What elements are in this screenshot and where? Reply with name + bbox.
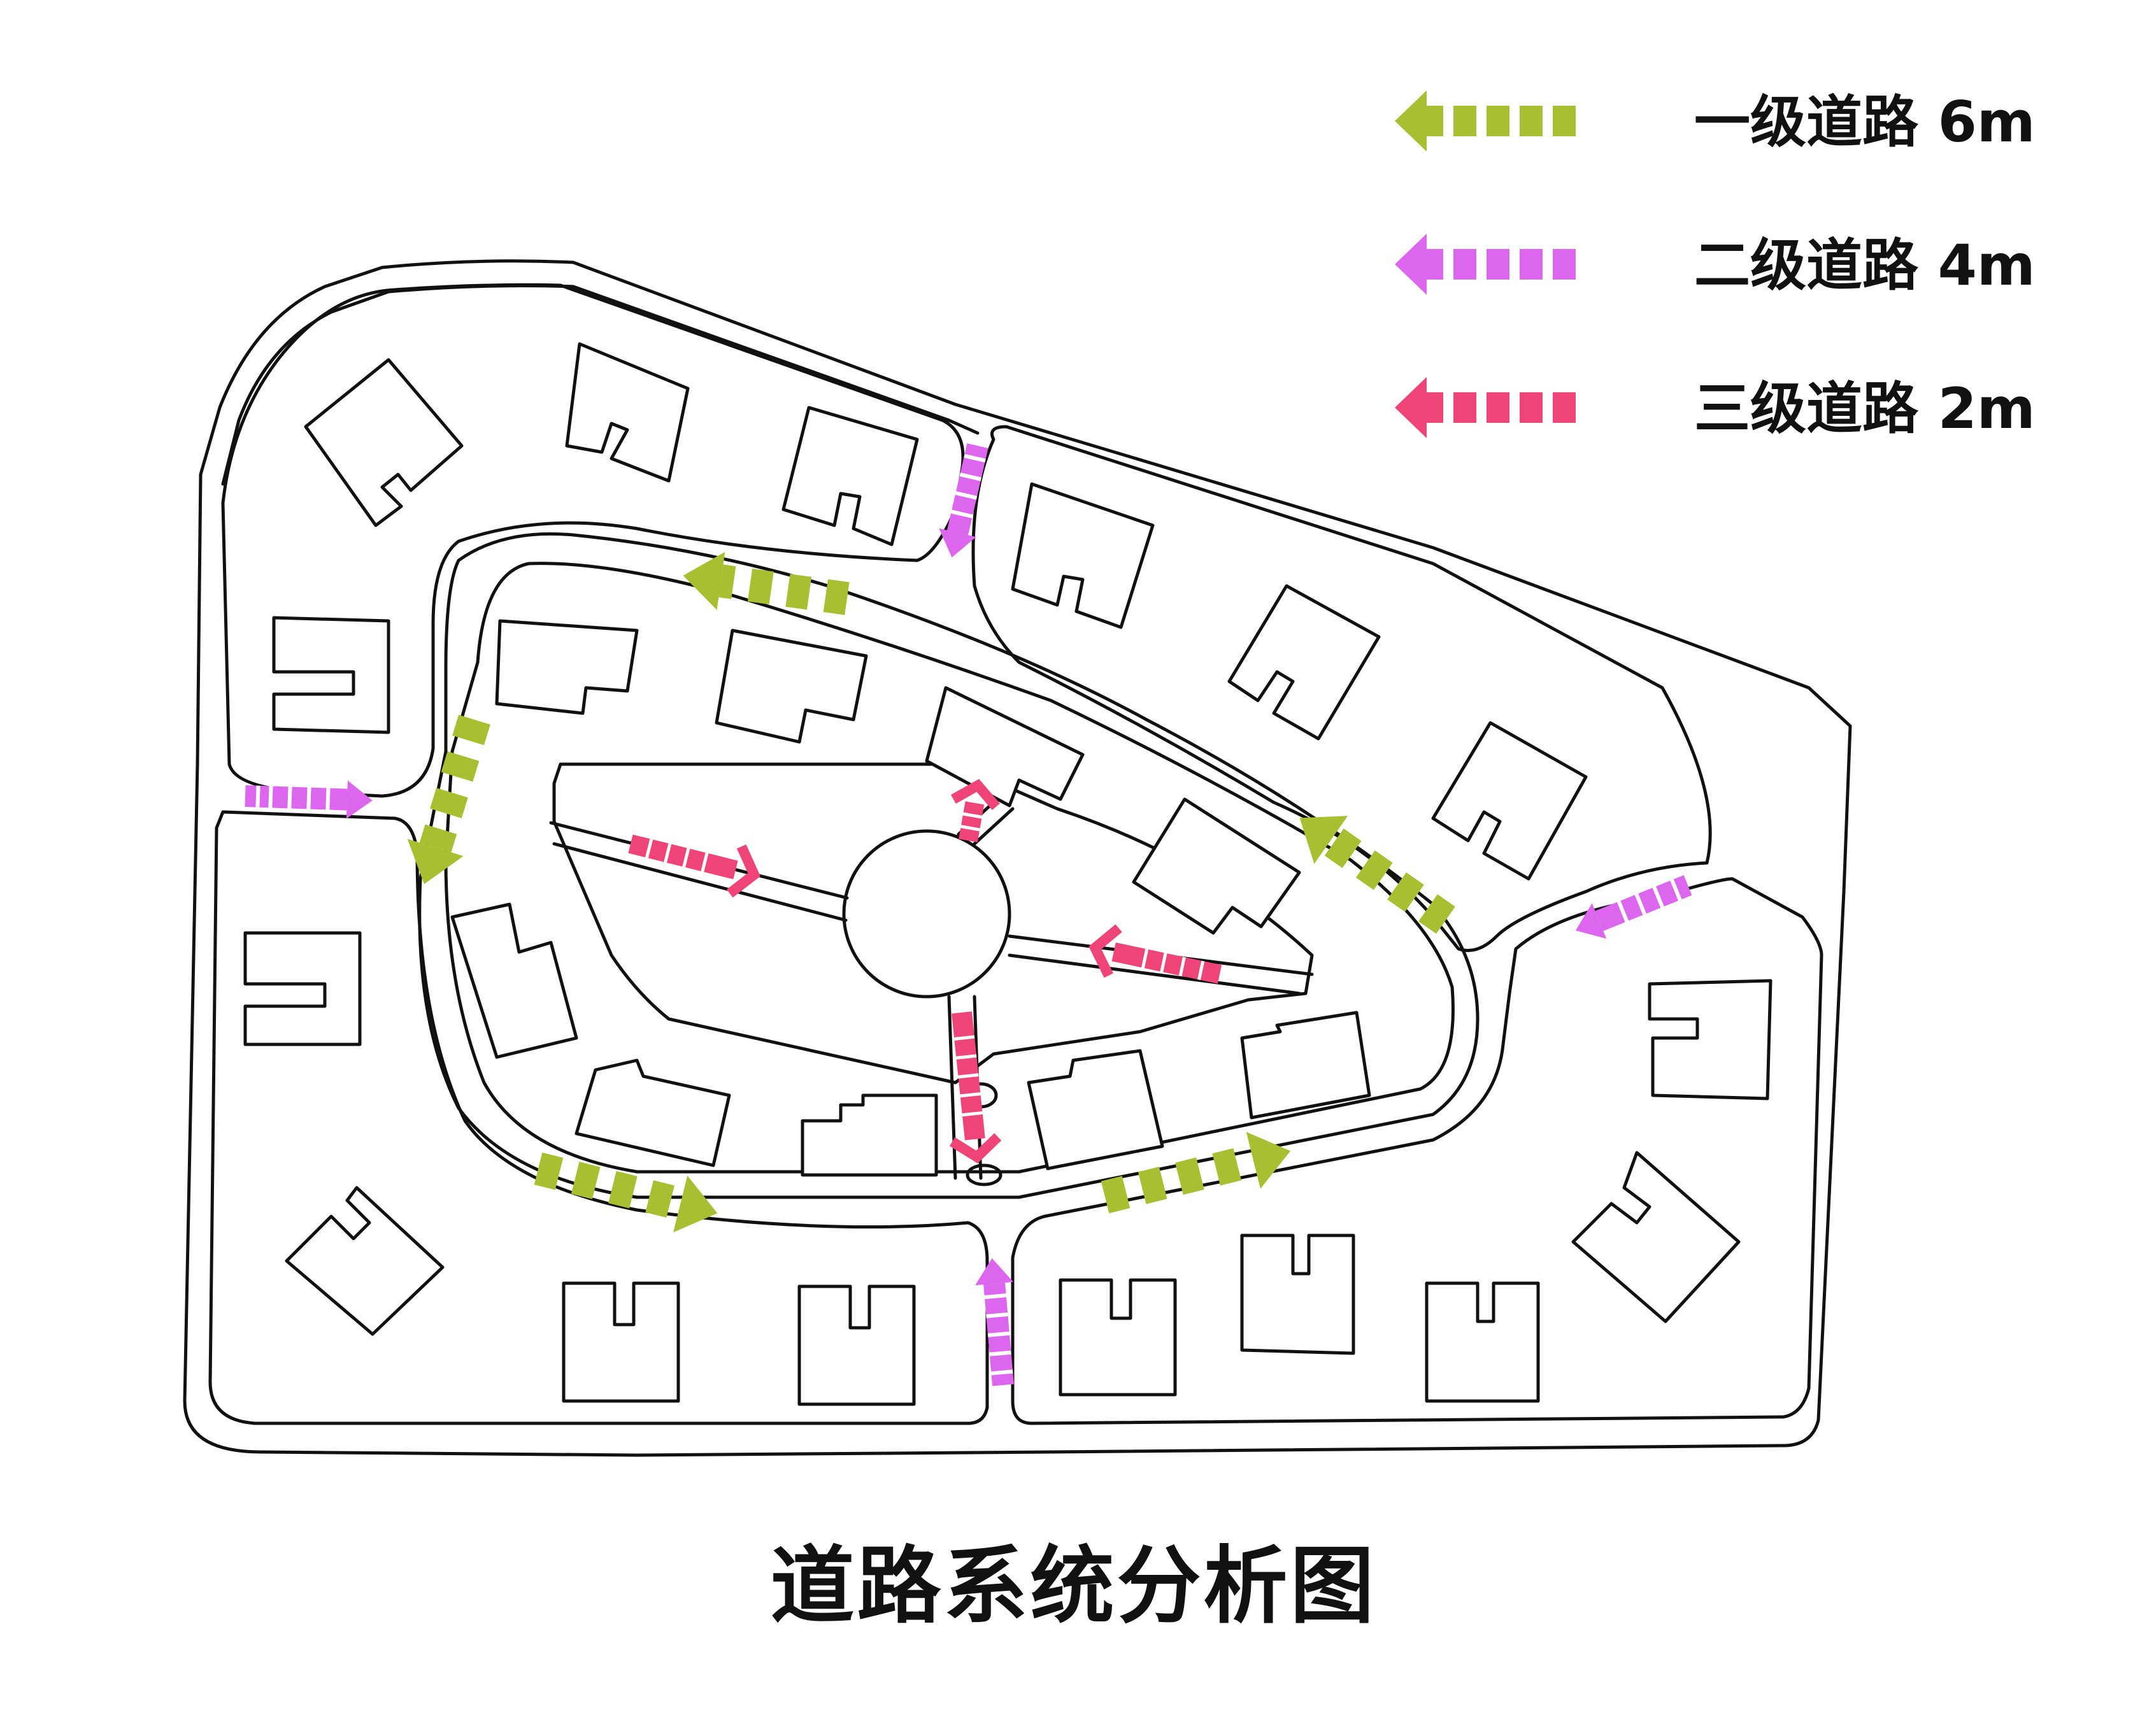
building xyxy=(1227,584,1381,741)
building xyxy=(495,619,639,715)
building xyxy=(304,358,464,527)
primary-road-arrow xyxy=(534,1152,718,1233)
road-arrows xyxy=(245,443,1692,1386)
park-path-west xyxy=(549,821,849,922)
stepping-stone xyxy=(966,1163,1002,1186)
secondary-road-arrow xyxy=(1575,875,1692,939)
building xyxy=(574,1058,731,1167)
buildings xyxy=(243,342,1773,1406)
block-top-left xyxy=(221,283,965,798)
primary-road-arrow xyxy=(683,551,850,615)
primary-road-arrow xyxy=(407,715,490,885)
site-boundary xyxy=(183,259,1852,1457)
building xyxy=(285,1186,445,1336)
tertiary-road-arrow xyxy=(950,779,1000,843)
tertiary-road-arrow xyxy=(628,834,760,898)
building xyxy=(1571,1151,1741,1323)
building xyxy=(450,902,578,1059)
building xyxy=(565,342,690,483)
tertiary-road-arrow xyxy=(1088,924,1222,984)
secondary-road-arrow xyxy=(245,780,373,819)
building xyxy=(1059,1278,1177,1397)
legend-swatch-secondary xyxy=(1395,234,1576,295)
legend-label-secondary: 二级道路 4m xyxy=(1694,232,2036,298)
building xyxy=(1132,797,1301,935)
building xyxy=(797,1284,916,1406)
building xyxy=(1240,1011,1371,1120)
legend-swatch-tertiary xyxy=(1395,377,1576,438)
central-park-outline xyxy=(552,762,1314,1085)
secondary-road-arrow xyxy=(975,1258,1014,1386)
building xyxy=(1425,1281,1540,1403)
building xyxy=(781,406,919,546)
map-title: 道路系统分析图 xyxy=(770,1537,1377,1635)
building xyxy=(272,616,390,734)
building xyxy=(243,931,362,1046)
building xyxy=(715,629,868,744)
central-roundabout xyxy=(842,829,1011,999)
legend-label-primary: 一级道路 6m xyxy=(1694,89,2036,155)
legend-swatch-primary xyxy=(1395,90,1576,152)
building xyxy=(1011,482,1155,629)
primary-road-arrow xyxy=(1299,816,1455,934)
tertiary-road-arrow xyxy=(949,1011,1002,1163)
building xyxy=(801,1093,938,1177)
building xyxy=(1240,1234,1355,1355)
building xyxy=(562,1281,680,1403)
building xyxy=(1431,721,1588,881)
secondary-road-arrow xyxy=(939,443,988,558)
building xyxy=(925,686,1085,808)
building xyxy=(1648,979,1773,1100)
inner-ring-outer xyxy=(418,532,1480,1199)
primary-road-arrow xyxy=(1101,1132,1291,1214)
building xyxy=(1027,1049,1164,1170)
legend-label-tertiary: 三级道路 2m xyxy=(1694,376,2036,441)
